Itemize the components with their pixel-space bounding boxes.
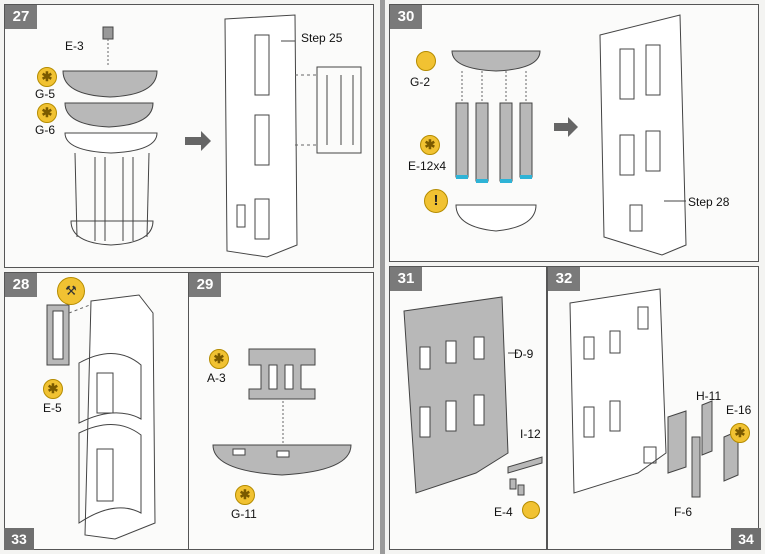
label-e-12x4: E-12x4 xyxy=(408,159,447,173)
book-spine xyxy=(380,0,385,554)
step-28-panel: 28 ⚒ ✱ E-5 xyxy=(4,272,190,550)
circle-marker-icon xyxy=(522,501,540,519)
step-number: 32 xyxy=(548,267,580,291)
left-page: 27 xyxy=(0,0,380,554)
step-31-illustration xyxy=(403,296,543,496)
label-g-6: G-6 xyxy=(35,123,56,137)
label-d-9: D-9 xyxy=(514,347,534,361)
asterisk-icon: ✱ xyxy=(37,103,57,123)
step-32-illustration xyxy=(569,288,739,498)
step-30-illustration xyxy=(451,14,687,256)
asterisk-icon: ✱ xyxy=(37,67,57,87)
label-e-16: E-16 xyxy=(726,403,752,417)
asterisk-icon: ✱ xyxy=(209,349,229,369)
step-27-panel: 27 xyxy=(4,4,374,268)
label-g-11: G-11 xyxy=(231,507,257,521)
step-number: 29 xyxy=(189,273,221,297)
step-30-panel: 30 G-2 ✱ E-12x4 xyxy=(389,4,759,262)
label-i-12: I-12 xyxy=(520,427,541,441)
page-number: 34 xyxy=(731,528,761,550)
step-29-illustration xyxy=(212,348,352,476)
step-number: 30 xyxy=(390,5,422,29)
asterisk-icon: ✱ xyxy=(420,135,440,155)
label-step-28: Step 28 xyxy=(688,195,730,209)
step-28-illustration xyxy=(46,294,156,540)
step-32-panel: 32 H-11 E-16 ✱ F-6 xyxy=(547,266,759,550)
label-step-25: Step 25 xyxy=(301,31,343,45)
page-number: 33 xyxy=(4,528,34,550)
label-f-6: F-6 xyxy=(674,505,692,519)
asterisk-icon: ✱ xyxy=(43,379,63,399)
label-e-5: E-5 xyxy=(43,401,62,415)
label-a-3: A-3 xyxy=(207,371,226,385)
label-e-4: E-4 xyxy=(494,505,513,519)
label-g-2: G-2 xyxy=(410,75,431,89)
hammer-icon: ⚒ xyxy=(57,277,85,305)
label-h-11: H-11 xyxy=(696,389,722,403)
label-g-5: G-5 xyxy=(35,87,56,101)
right-page: 30 G-2 ✱ E-12x4 xyxy=(385,0,765,554)
circle-marker-icon xyxy=(416,51,436,71)
step-number: 31 xyxy=(390,267,422,291)
step-31-panel: 31 D-9 I-12 E-4 xyxy=(389,266,547,550)
exclamation-icon: ! xyxy=(424,189,448,213)
step-number: 28 xyxy=(5,273,37,297)
asterisk-icon: ✱ xyxy=(235,485,255,505)
label-e-3: E-3 xyxy=(65,39,84,53)
step-27-illustration xyxy=(62,14,362,258)
asterisk-icon: ✱ xyxy=(730,423,750,443)
step-number: 27 xyxy=(5,5,37,29)
step-29-panel: 29 ✱ A-3 ✱ G-11 xyxy=(188,272,374,550)
